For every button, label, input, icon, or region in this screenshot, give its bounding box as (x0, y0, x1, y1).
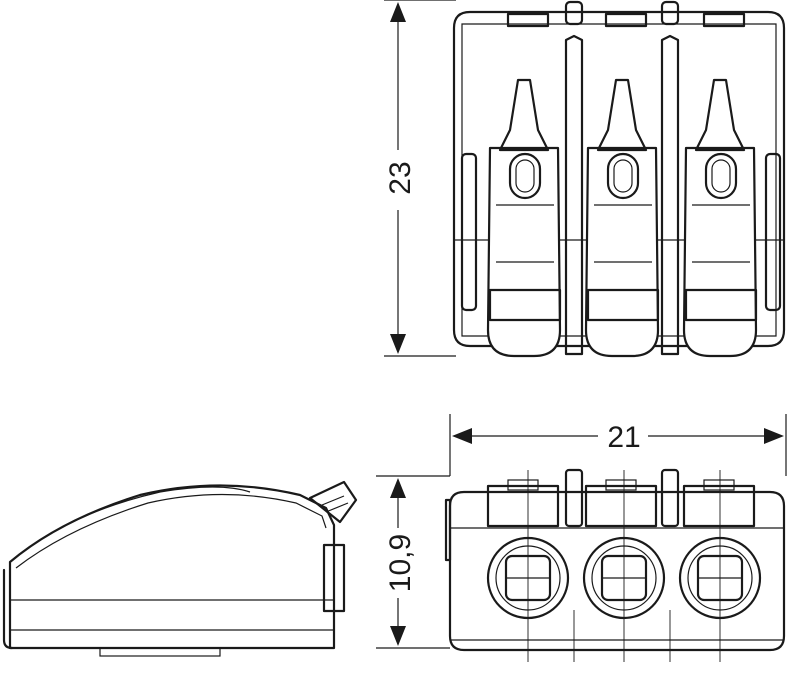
lever-3 (682, 78, 758, 358)
lever-1 (486, 78, 562, 358)
dimension-label-21: 21 (607, 421, 640, 454)
dimension-label-23: 23 (384, 161, 417, 194)
side-view (2, 480, 358, 657)
front-view (444, 468, 786, 662)
lever-2 (584, 78, 660, 358)
top-view (452, 0, 786, 358)
dimension-height-top: 23 (384, 0, 456, 357)
dimension-label-10-9: 10,9 (384, 534, 417, 592)
dimension-height-front: 10,9 (376, 475, 450, 649)
dimension-width-front: 21 (449, 414, 787, 476)
